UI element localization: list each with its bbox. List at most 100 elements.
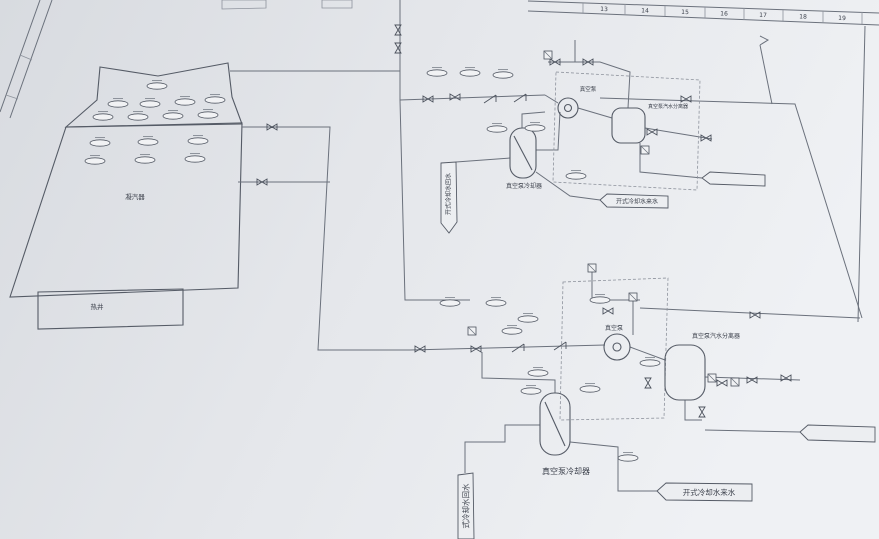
condenser-label: 凝汽器 xyxy=(125,192,145,201)
ruler-number: 15 xyxy=(681,9,689,16)
check-valve-symbol xyxy=(513,93,527,103)
valve-symbol xyxy=(394,24,402,36)
instrument-tag xyxy=(162,112,184,120)
pipe-vent-stack xyxy=(759,44,773,105)
instrument-tag xyxy=(517,315,539,323)
valve-symbol xyxy=(549,58,561,66)
pipe-lower-cooler-top xyxy=(481,352,556,393)
instrument-tag xyxy=(524,124,546,132)
upper-cooling-supply-arrow xyxy=(599,193,669,209)
ruler-number: 18 xyxy=(799,13,807,20)
ruler-number: 14 xyxy=(641,7,649,14)
pipe-upper-cooling-return xyxy=(455,157,511,163)
instrument-tag xyxy=(426,69,448,77)
upper-cooler-label: 真空泵冷却器 xyxy=(506,182,542,190)
instrument-tag xyxy=(579,385,601,393)
valve-symbol xyxy=(716,379,728,387)
left-ruler-edge-outer xyxy=(0,0,41,113)
lower-cooling-return-label: 式冷却水回水 xyxy=(461,483,471,528)
upper-skid-boundary xyxy=(552,71,701,191)
lower-pump-label: 真空泵 xyxy=(605,324,623,332)
upper-exhaust-arrow xyxy=(701,171,766,187)
lower-cooling-supply-arrow xyxy=(656,482,753,502)
valve-symbol xyxy=(698,406,706,418)
ruler-number: 17 xyxy=(759,12,767,19)
valve-symbol xyxy=(422,95,434,103)
reference-box xyxy=(221,0,267,10)
instrument-tag xyxy=(439,299,461,307)
valve-symbol xyxy=(414,345,426,353)
ruler-number: 13 xyxy=(600,6,608,13)
valve-symbol xyxy=(746,376,758,384)
instrument-tag xyxy=(486,125,508,133)
upper-pump-label: 真空泵 xyxy=(580,85,597,93)
vent-flag xyxy=(759,35,770,46)
pipe-lower-cooling-return xyxy=(464,424,540,473)
pipe-lower-suction xyxy=(409,344,606,351)
instrument-tag xyxy=(184,155,206,163)
lower-cooling-supply-label: 开式冷却水来水 xyxy=(683,487,736,497)
pipe-upper-pump-inlet xyxy=(544,94,559,104)
instrument-tag xyxy=(107,100,129,108)
ruler-number: 16 xyxy=(720,10,728,17)
instrument-tag xyxy=(187,137,209,145)
instrument-tag xyxy=(92,113,114,121)
instrument-tag xyxy=(89,139,111,147)
check-valve-symbol xyxy=(553,341,567,351)
valve-symbol xyxy=(680,95,692,103)
valve-symbol xyxy=(266,123,278,131)
upper-cooling-return-label: 开式冷却水回水 xyxy=(445,173,453,215)
instrument-box-cross xyxy=(628,292,638,302)
upper-cooling-supply-label: 开式冷却水来水 xyxy=(616,198,658,206)
condenser-group: 凝汽器 热井 xyxy=(9,62,243,330)
instrument-boxes xyxy=(467,50,740,387)
lower-pump-impeller xyxy=(612,342,622,352)
ruler-number: 19 xyxy=(838,15,846,22)
lower-cooling-return-arrow xyxy=(457,472,475,539)
instrument-tag xyxy=(174,98,196,106)
pipe-upper-suction xyxy=(399,94,546,101)
upper-vacuum-train: 真空泵冷却器 真空泵 真空泵汽水分离器 开式冷却水来水 开式冷却水回水 xyxy=(440,85,766,234)
lower-cooler-label: 真空泵冷却器 xyxy=(542,466,590,476)
upper-separator-vessel xyxy=(611,107,646,144)
instrument-tag xyxy=(639,359,661,367)
instrument-tag xyxy=(617,454,639,462)
valve-symbol xyxy=(470,345,482,353)
lower-skid-boundary xyxy=(559,277,669,421)
pipe-upper-cooler-side xyxy=(536,111,561,151)
pipe-lower-pump-outlet xyxy=(629,346,666,361)
valve-symbol xyxy=(256,178,268,186)
instrument-tag xyxy=(139,100,161,108)
upper-cooler-vessel xyxy=(509,127,537,179)
ruler-tick xyxy=(19,54,33,61)
top-ruler-edge-outer xyxy=(527,0,879,14)
instrument-tag xyxy=(84,157,106,165)
top-ruler-edge-inner xyxy=(527,10,879,26)
instrument-tag xyxy=(134,156,156,164)
instrument-box-cross xyxy=(467,326,477,336)
instrument-tag xyxy=(137,138,159,146)
valve-symbol xyxy=(644,377,652,389)
instrument-tag xyxy=(565,172,587,180)
instrument-tags xyxy=(84,67,661,462)
pipe-condenser-air-1 xyxy=(242,126,410,351)
lower-vacuum-train: 真空泵 真空泵汽水分离器 真空泵冷却器 开式冷却水来水 式冷却水回水 xyxy=(457,324,876,539)
lower-cooler-diagonal xyxy=(544,401,566,447)
instrument-box-cross xyxy=(543,50,553,60)
instrument-tag xyxy=(127,113,149,121)
valve-symbol xyxy=(602,307,614,315)
valve-symbol xyxy=(394,42,402,54)
instrument-tag xyxy=(459,69,481,77)
instrument-tag xyxy=(589,296,611,304)
upper-vacuum-pump xyxy=(557,97,579,119)
instrument-tag xyxy=(492,71,514,79)
ruler-tick xyxy=(5,94,19,100)
valve-symbol xyxy=(749,311,761,319)
instrument-box-cross xyxy=(730,377,740,387)
condenser-hood xyxy=(64,62,243,128)
instrument-box-cross xyxy=(707,373,717,383)
lower-exhaust-arrow xyxy=(799,424,876,443)
lower-separator-label: 真空泵汽水分离器 xyxy=(692,332,740,340)
